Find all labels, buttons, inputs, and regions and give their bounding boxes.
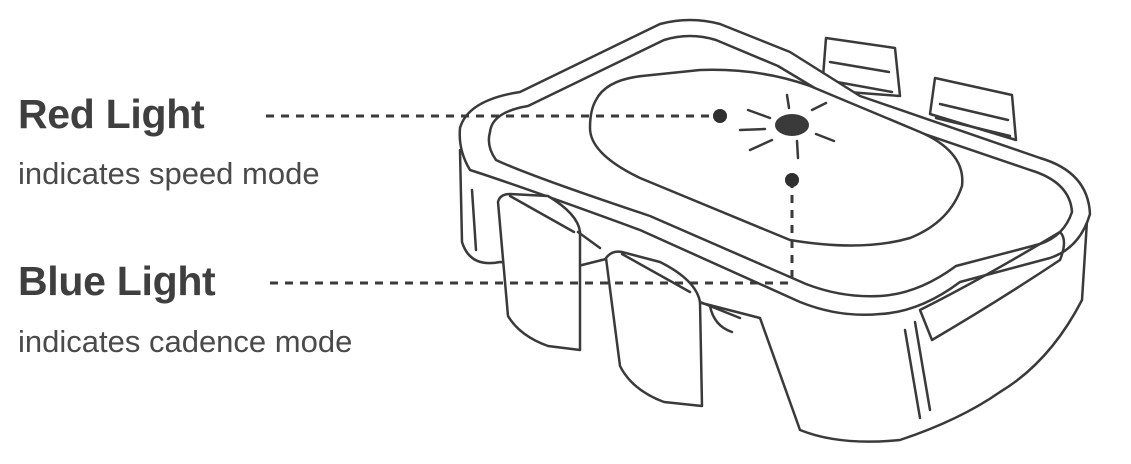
blue-light-description: indicates cadence mode (18, 324, 353, 359)
red-light-pointer-dot (713, 109, 727, 123)
blue-light-title: Blue Light (18, 258, 216, 304)
red-light-description: indicates speed mode (18, 156, 320, 191)
led-indicator (738, 93, 836, 160)
blue-light-leader (270, 173, 799, 285)
red-light-title: Red Light (18, 91, 205, 137)
back-clip-right (928, 76, 1018, 142)
front-clip-right (604, 250, 742, 408)
red-light-leader (266, 109, 727, 123)
light-panel (588, 68, 964, 247)
side-grip (918, 230, 1066, 342)
back-clip-left (820, 36, 902, 98)
led-rays (738, 93, 836, 160)
blue-light-pointer-dot (785, 173, 799, 187)
front-clip-left (496, 192, 602, 352)
